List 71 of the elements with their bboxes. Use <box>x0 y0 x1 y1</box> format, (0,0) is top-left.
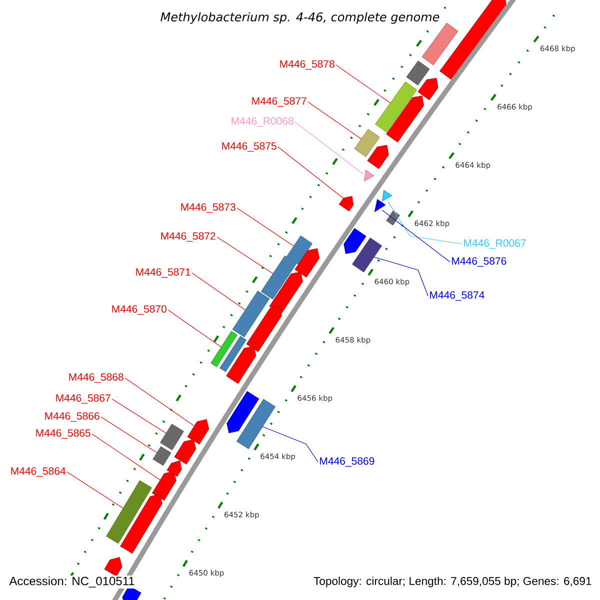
gene-box <box>406 60 430 86</box>
gene-feature <box>338 196 354 212</box>
leader-line <box>278 146 344 199</box>
leader-line <box>262 426 318 462</box>
gene-box <box>354 128 380 158</box>
gene-label: M446_5868 <box>69 373 124 383</box>
gene-feature <box>294 248 320 278</box>
gene-triangle <box>382 190 392 202</box>
gene-box <box>220 336 246 372</box>
gene-feature <box>166 460 182 477</box>
gene-label: M446_5866 <box>45 412 100 422</box>
gene-feature <box>440 0 506 80</box>
gene-feature <box>418 78 438 100</box>
gene-label: M446_5875 <box>222 142 276 152</box>
gene-label: M446_5865 <box>36 429 90 439</box>
gene-label: M446_5864 <box>11 467 66 477</box>
gene-feature <box>226 391 260 434</box>
gene-feature <box>122 586 142 600</box>
gene-feature <box>246 306 282 352</box>
gene-box <box>286 236 312 264</box>
gene-feature <box>226 346 256 384</box>
genome-info-text: Topology: circular; Length: 7,659,055 bp; Genes: 6,691 <box>312 576 593 588</box>
gene-box <box>160 424 184 450</box>
gene-label: M446_5870 <box>112 305 166 315</box>
leader-line <box>382 210 450 262</box>
gene-label: M446_5876 <box>452 257 506 267</box>
gene-box <box>232 290 270 338</box>
gene-box <box>352 238 382 272</box>
title: Methylobacterium sp. 4-46, complete genome <box>158 10 442 26</box>
gene-box <box>386 210 400 226</box>
leader-line <box>124 378 195 426</box>
gene-label: M446_5873 <box>181 203 236 213</box>
leader-line <box>336 64 391 104</box>
gene-box <box>152 446 172 466</box>
gene-feature <box>104 557 122 576</box>
gene-label: M446_5867 <box>56 394 110 404</box>
gene-feature <box>344 228 366 254</box>
gene-feature <box>187 419 210 444</box>
gene-label: M446_5871 <box>136 268 190 278</box>
leader-line <box>92 434 160 480</box>
gene-feature <box>367 144 389 170</box>
gene-label: M446_R0067 <box>464 239 526 249</box>
gene-box <box>236 398 276 450</box>
leader-line <box>308 102 362 140</box>
gene-feature <box>269 272 303 314</box>
gene-box <box>260 256 297 300</box>
gene-triangle <box>364 170 374 182</box>
accession-text: Accession: NC_010511 <box>8 575 136 589</box>
gene-feature <box>386 96 424 142</box>
leader-line <box>112 398 166 434</box>
gene-label: M446_5872 <box>161 232 216 242</box>
leader-line <box>216 236 274 274</box>
gene-feature <box>120 494 162 554</box>
gene-box <box>106 480 152 544</box>
leader-line <box>168 310 222 348</box>
gene-box <box>210 330 238 368</box>
gene-box <box>375 82 417 132</box>
gene-triangle <box>374 199 386 212</box>
leader-line <box>374 256 428 296</box>
leader-line <box>100 416 158 454</box>
gene-feature <box>152 471 176 501</box>
leader-line <box>388 201 462 244</box>
gene-box <box>422 22 458 66</box>
leader-line <box>294 122 364 174</box>
gene-label: M446_5869 <box>320 457 374 467</box>
gene-label: M446_5878 <box>280 60 334 70</box>
leader-line <box>66 472 124 508</box>
gene-label: M446_5874 <box>430 291 484 301</box>
gene-label: M446_5877 <box>252 97 306 107</box>
gene-label: M446_R0068 <box>232 117 294 127</box>
gene-feature <box>174 439 196 464</box>
